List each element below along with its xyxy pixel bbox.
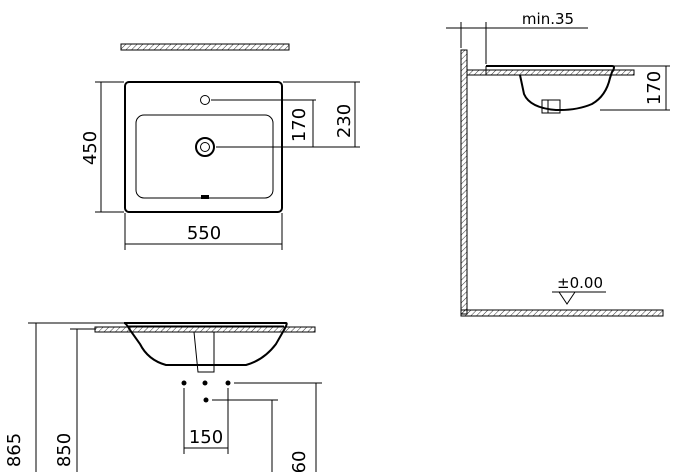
dim-overall-height: 865 (4, 433, 25, 467)
side-countertop (466, 69, 635, 76)
side-view: min.35 170 ±0.00 (446, 10, 670, 317)
dim-height: 450 (80, 131, 101, 165)
pipe-point-right (225, 380, 231, 386)
dim-depth: 170 (644, 71, 665, 105)
dim-width: 550 (187, 223, 221, 244)
pipe-point-center (202, 380, 208, 386)
pipe-point-lower (203, 397, 209, 403)
side-drain (541, 99, 561, 114)
drain-outer (195, 137, 215, 157)
tap-hole (200, 95, 210, 105)
wall (460, 49, 468, 315)
front-basin (123, 322, 288, 366)
dim-pipe-height: 60 (289, 451, 310, 472)
drain-inner (200, 142, 210, 152)
top-view: 170 230 450 550 (80, 43, 360, 250)
floor-level-label: ±0.00 (557, 274, 603, 292)
pipe-point-left (181, 380, 187, 386)
dim-clearance: min.35 (522, 10, 574, 28)
side-basin (486, 65, 615, 111)
front-drain (193, 331, 215, 373)
dim-pipe-spacing: 150 (189, 427, 223, 448)
dim-tap-to-drain: 170 (289, 108, 310, 142)
overflow-slot (201, 195, 209, 199)
front-view: 150 865 850 60 (4, 322, 322, 472)
dim-tap-to-edge: 230 (334, 104, 355, 138)
floor-level-marker (558, 291, 576, 305)
floor (460, 309, 664, 317)
dim-top-height: 850 (54, 433, 75, 467)
countertop-strip (120, 43, 290, 51)
